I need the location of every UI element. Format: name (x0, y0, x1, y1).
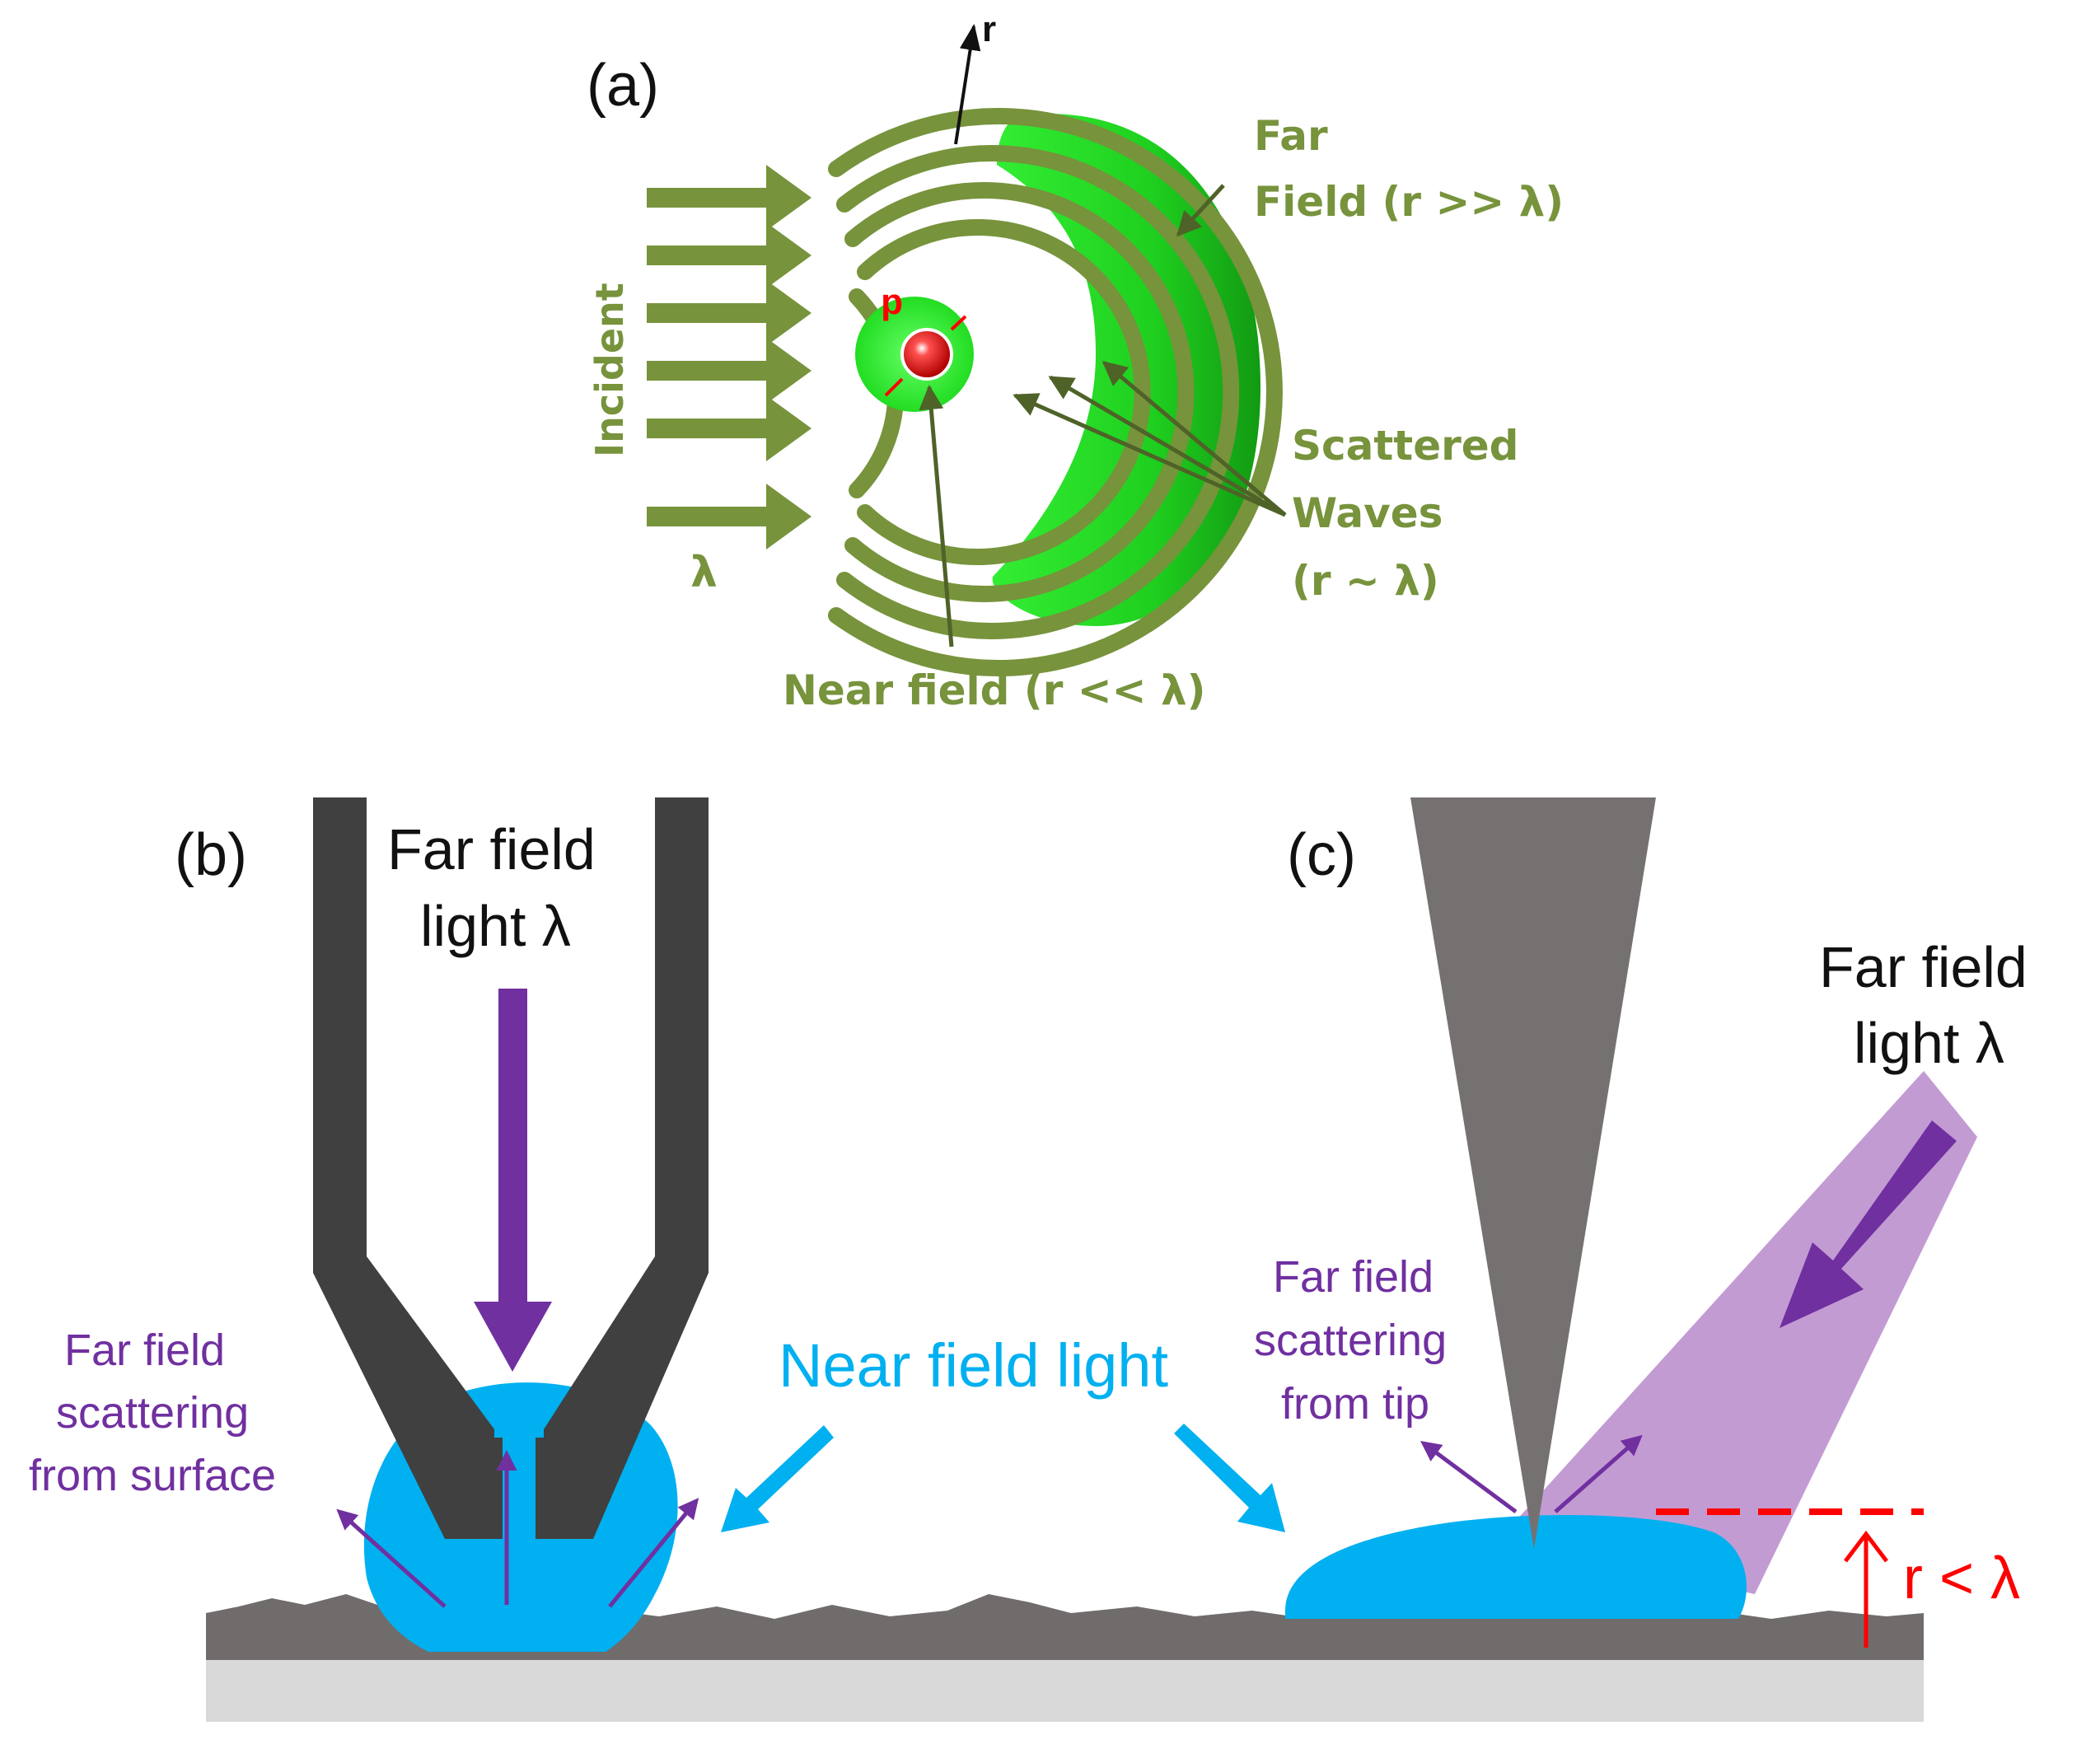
scatter-arrow-right (608, 1498, 699, 1608)
panel-b-scatter-line2: scattering (56, 1388, 249, 1438)
diameter-label: d (881, 287, 903, 327)
incident-arrow-6 (647, 484, 811, 549)
incident-arrow-2 (647, 222, 811, 288)
panel-b: (b) Far field light λ Far field scatteri… (29, 797, 709, 1652)
surface-scatter-arrows (336, 1450, 699, 1608)
tip-scatter-arrow-right (1554, 1434, 1643, 1513)
panel-a-label: (a) (587, 53, 659, 119)
panel-c-scatter-line3: from tip (1281, 1379, 1429, 1429)
incident-label: Incident (587, 283, 632, 457)
scattered-label-line1: Scattered (1292, 422, 1518, 470)
scattered-label-line3: (r ~ λ) (1292, 557, 1439, 605)
scattered-label-line2: Waves (1292, 489, 1443, 537)
panel-a: (a) d r Incident λ (587, 9, 1564, 714)
diameter-tick-right (950, 315, 967, 331)
scatter-arrow-left (336, 1508, 447, 1608)
far-field-oblique-arrow (1780, 1120, 1957, 1328)
panel-c: (c) Far field light λ Far field scatteri… (1254, 797, 2028, 1648)
tip-near-field (1285, 1514, 1747, 1619)
far-field-label-line1: Far (1254, 112, 1328, 160)
distance-arrow-head (1844, 1530, 1888, 1563)
incident-arrow-3 (647, 280, 811, 346)
aperture-probe-left-wall (313, 797, 503, 1539)
far-field-incident-arrow (474, 989, 552, 1372)
illumination-beam (1499, 1071, 1977, 1594)
panel-c-scatter-line2: scattering (1254, 1316, 1447, 1365)
panel-b-scatter-line1: Far field (64, 1326, 225, 1375)
incident-arrow-4 (647, 338, 811, 404)
r-label: r (982, 9, 996, 49)
panel-c-far-field-line1: Far field (1819, 935, 2028, 999)
panel-b-far-field-line2: light λ (420, 894, 571, 958)
near-field-light-label: Near field light (779, 1331, 1168, 1400)
scattered-pointers (1013, 361, 1287, 517)
wave-arc-2 (844, 182, 1195, 602)
r-arrow (954, 23, 981, 145)
wave-arc-4 (828, 108, 1283, 676)
lambda-label: λ (690, 548, 718, 597)
near-field-callout: Near field light (721, 1331, 1285, 1532)
wave-arc-3 (836, 145, 1240, 639)
tip-scatter-arrow-left (1419, 1441, 1518, 1514)
near-field-label: Near field (r << λ) (783, 666, 1205, 714)
near-field-pointer (919, 385, 954, 648)
near-field-pointer-right (1174, 1424, 1285, 1532)
incident-arrows (647, 165, 811, 549)
scattered-pointer-1 (1101, 361, 1287, 517)
near-field-pointers (721, 1424, 1285, 1532)
scattered-pointer-3 (1013, 393, 1287, 517)
far-field-label-line2: Field (r >> λ) (1254, 178, 1564, 226)
panel-c-far-field-line2: light λ (1854, 1011, 2004, 1075)
panel-b-far-field-line1: Far field (387, 817, 596, 882)
aperture-probe-right-wall (536, 797, 709, 1539)
particle-icon (900, 328, 953, 381)
scattered-wave-arcs (828, 108, 1283, 676)
substrate-base (206, 1660, 1924, 1722)
incident-arrow-1 (647, 165, 811, 231)
panel-b-scatter-line3: from surface (29, 1451, 276, 1500)
near-field-pointer-left (721, 1425, 834, 1532)
incident-arrow-5 (647, 395, 811, 461)
distance-arrow (1844, 1530, 1888, 1648)
tip-scatter-arrows (1419, 1434, 1643, 1514)
panel-c-label: (c) (1287, 822, 1356, 888)
snom-tip (1410, 797, 1656, 1549)
far-field-pointer (1176, 184, 1225, 237)
scattered-pointer-2 (1048, 375, 1287, 517)
panel-b-label: (b) (175, 822, 247, 888)
panel-c-scatter-line1: Far field (1273, 1252, 1434, 1302)
diameter-tick-left (884, 377, 904, 397)
distance-label: r < λ (1903, 1546, 2020, 1611)
